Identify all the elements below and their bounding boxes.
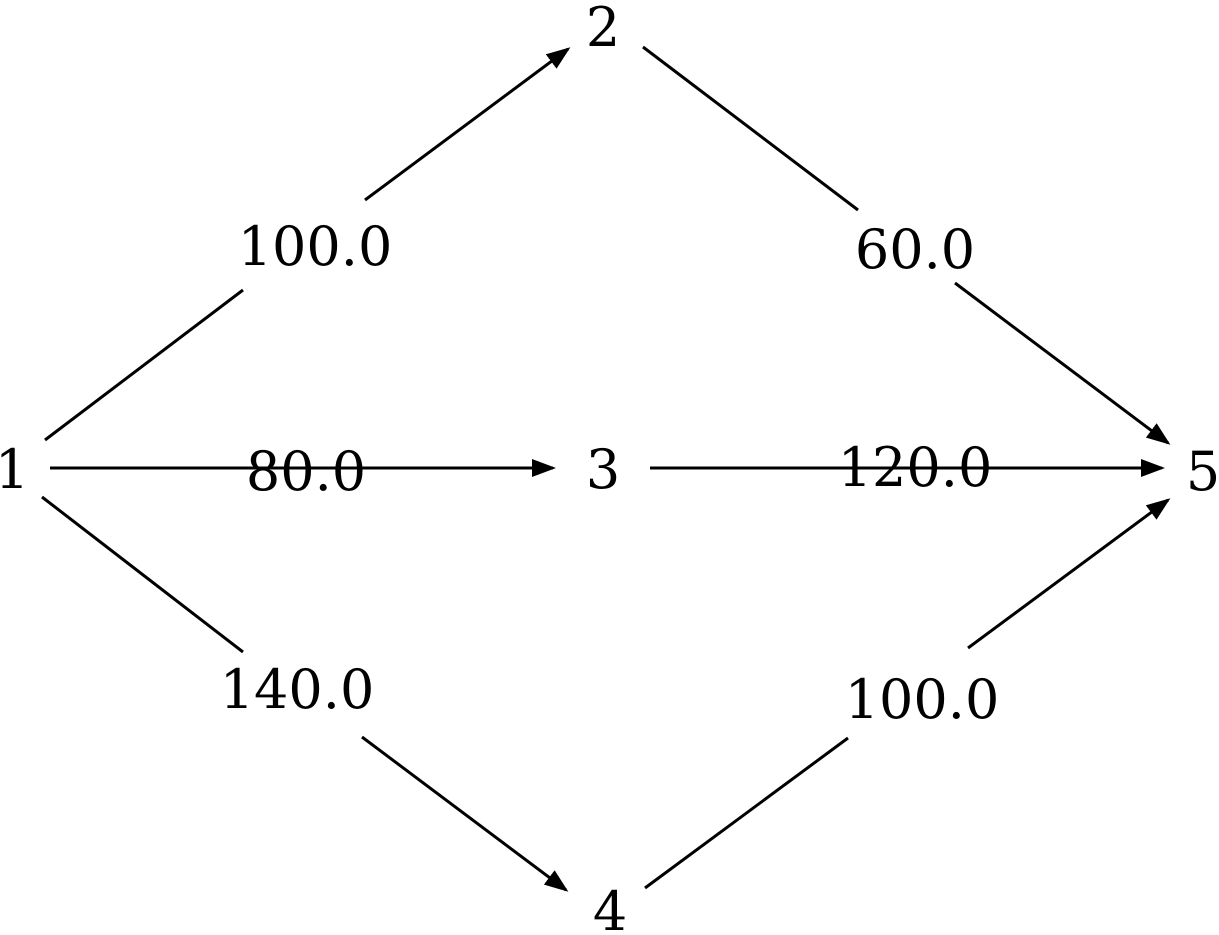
edge-weight-1-3: 80.0 xyxy=(246,440,366,503)
node-3: 3 xyxy=(586,438,620,501)
edge-1-4: 140.0 xyxy=(41,495,569,892)
edge-weight-2-5: 60.0 xyxy=(855,218,975,281)
node-5: 5 xyxy=(1186,440,1219,503)
edge-2-5: 60.0 xyxy=(642,45,1171,445)
edge-weight-1-4: 140.0 xyxy=(220,658,375,721)
node-2: 2 xyxy=(586,0,620,59)
edge-3-5: 120.0 xyxy=(650,436,1165,499)
node-4: 4 xyxy=(593,880,627,935)
edge-weight-4-5: 100.0 xyxy=(845,668,1000,731)
node-1: 1 xyxy=(0,438,29,501)
edge-weight-3-5: 120.0 xyxy=(838,436,993,499)
edge-weight-1-2: 100.0 xyxy=(238,215,393,278)
edge-1-2: 100.0 xyxy=(44,47,571,442)
edge-1-3: 80.0 xyxy=(50,440,556,503)
edge-4-5: 100.0 xyxy=(644,498,1171,890)
